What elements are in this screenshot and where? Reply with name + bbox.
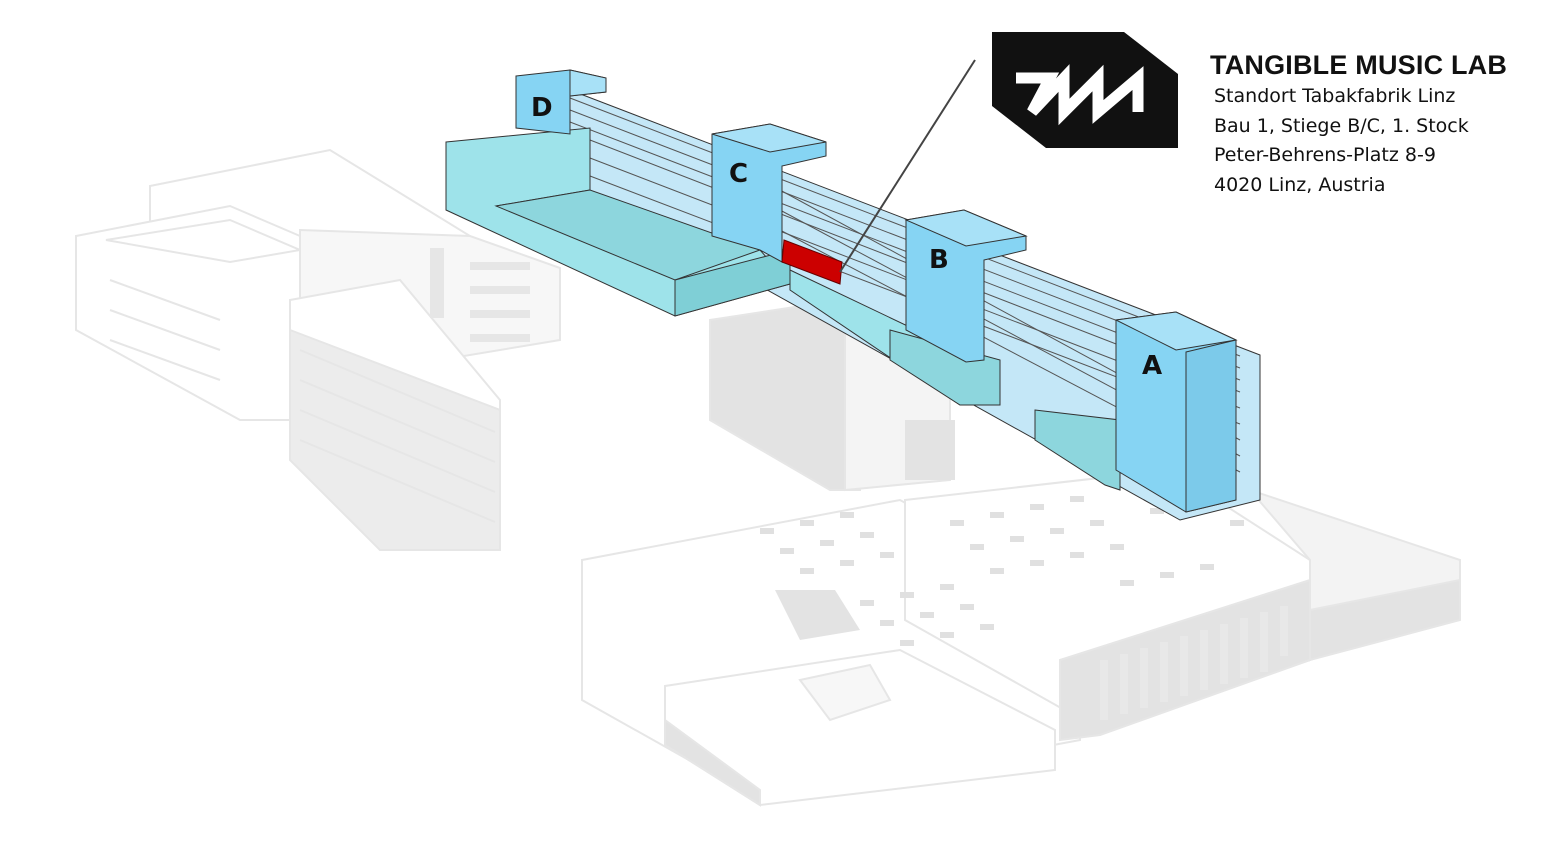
lab-location-marker: [781, 239, 843, 285]
wing-label-d: D: [531, 93, 553, 123]
lab-info: TANGIBLE MUSIC LAB Standort Tabakfabrik …: [992, 32, 1512, 196]
pointer-line: [839, 59, 976, 273]
context-buildings-bottom: [581, 468, 1461, 807]
context-buildings-center: [709, 298, 955, 492]
tml-logo-icon: [992, 32, 1178, 148]
address-line: 4020 Linz, Austria: [1214, 173, 1386, 196]
bau-1-building: [445, 69, 1261, 521]
wing-label-b: B: [929, 245, 949, 275]
facade-columns: [1100, 606, 1288, 720]
lab-name: TANGIBLE MUSIC LAB: [1210, 50, 1508, 80]
lab-address: Standort Tabakfabrik Linz Bau 1, Stiege …: [1214, 82, 1469, 200]
wing-label-a: A: [1142, 351, 1162, 381]
address-line: Bau 1, Stiege B/C, 1. Stock: [1214, 114, 1469, 137]
context-buildings-left: [75, 148, 561, 551]
address-line: Peter-Behrens-Platz 8-9: [1214, 144, 1436, 166]
wing-label-c: C: [729, 159, 748, 189]
address-line: Standort Tabakfabrik Linz: [1214, 85, 1456, 107]
